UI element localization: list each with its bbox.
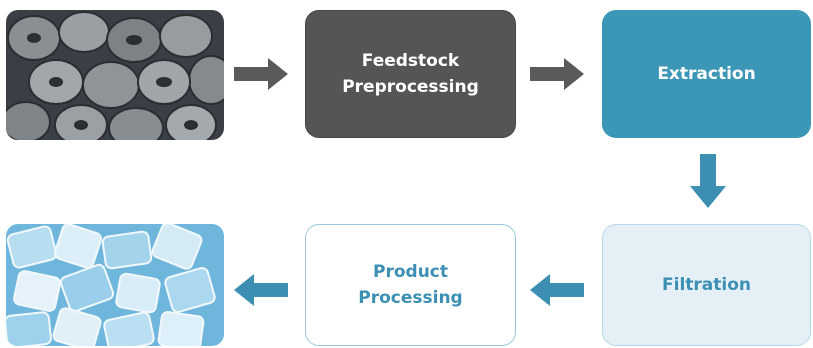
step-filtration-label: Filtration [662,275,751,295]
step-product-label: Product Processing [358,262,463,308]
step-extraction-label: Extraction [657,64,756,84]
arrow-down-icon [690,154,726,208]
step-feedstock-label: Feedstock Preprocessing [342,51,479,97]
step-filtration: Filtration [602,224,811,346]
arrow-right-icon [530,58,584,90]
gray-pellets-illustration [6,10,224,140]
step-feedstock-preprocessing: Feedstock Preprocessing [305,10,516,138]
arrow-left-icon [234,274,288,306]
raw-pellets-image [6,10,224,140]
step-extraction: Extraction [602,10,811,138]
arrow-left-icon [530,274,584,306]
step-product-processing: Product Processing [305,224,516,346]
product-pellets-image [6,224,224,346]
arrow-right-icon [234,58,288,90]
blue-pellets-illustration [6,224,224,346]
